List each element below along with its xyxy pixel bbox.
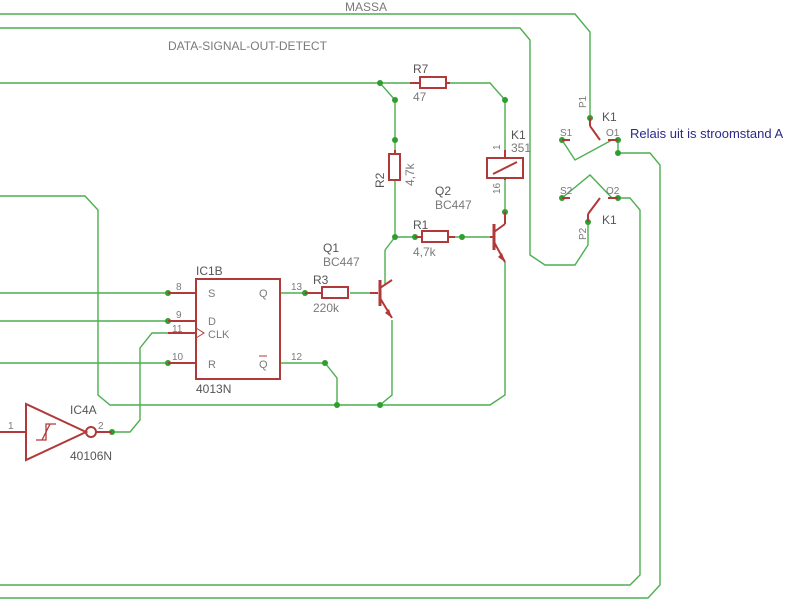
ic1b-pin-clk: CLK [208, 329, 230, 341]
ic4a-pin-out: 2 [98, 421, 104, 432]
wire-massa [0, 13, 591, 118]
ic1b-pin-s: S [208, 288, 215, 300]
k1-pin-s1: S1 [560, 128, 573, 139]
q2-value: BC447 [435, 198, 472, 212]
relay-note: Relais uit is stroomstand A [630, 126, 784, 141]
k1-pin-o2: O2 [606, 186, 620, 197]
ic1b-pin-d: D [208, 316, 216, 328]
ic1b-num-r: 10 [172, 352, 184, 363]
k1-pin-p1: P1 [578, 95, 589, 108]
wire-contact-right-2 [0, 197, 641, 586]
ic4a-name: IC4A [70, 403, 97, 417]
ic1b-pin-q: Q [259, 288, 268, 300]
k1-contact-upper-name: K1 [602, 110, 617, 124]
wire-r7-relay [450, 82, 506, 150]
k1-pin-top: 1 [492, 144, 503, 150]
r3-value: 220k [313, 301, 340, 315]
wire-top-2 [0, 27, 589, 266]
inverter-ic4a: IC4A 40106N 1 2 [0, 402, 112, 463]
ic4a-pin-in: 1 [8, 421, 14, 432]
resistor-r7: R7 47 [410, 62, 450, 104]
k1-value: 351 [511, 141, 531, 155]
ic1b-num-q: 13 [291, 282, 303, 293]
r7-name: R7 [413, 62, 429, 76]
relay-contact-upper: K1 P1 S1 O1 [560, 95, 620, 141]
r2-name: R2 [373, 172, 387, 188]
net-label-data-signal: DATA-SIGNAL-OUT-DETECT [168, 39, 328, 53]
wire-input-long [0, 195, 380, 406]
r3-name: R3 [313, 273, 329, 287]
k1-contact-lower-name: K1 [602, 213, 617, 227]
ic1b-num-clk: 11 [172, 324, 183, 335]
transistor-q1: Q1 BC447 [323, 241, 393, 319]
r1-name: R1 [413, 218, 429, 232]
q2-name: Q2 [435, 184, 451, 198]
net-label-massa: MASSA [345, 0, 387, 14]
k1-pin-o1: O1 [606, 128, 620, 139]
r7-value: 47 [413, 90, 427, 104]
k1-pin-p2: P2 [578, 227, 589, 240]
ic1b-num-qbar: 12 [291, 352, 303, 363]
ic1b-pin-r: R [208, 359, 216, 371]
transistor-q2: Q2 BC447 [435, 184, 506, 263]
r1-value: 4,7k [413, 245, 437, 259]
wire-contact-right-1 [0, 152, 661, 599]
resistor-r3: R3 220k [305, 273, 349, 315]
resistor-r1: R1 4,7k [413, 218, 455, 259]
wire-data-signal [0, 82, 396, 150]
flipflop-ic1b: IC1B 4013N S D CLK R Q Q 8 9 11 10 13 12 [168, 264, 303, 396]
relay-k1-coil: K1 351 1 16 [486, 128, 531, 194]
k1-name: K1 [511, 128, 526, 142]
ic1b-pin-qbar: Q [259, 359, 268, 371]
relay-contact-lower: K1 P2 S2 O2 [560, 186, 620, 240]
q1-value: BC447 [323, 255, 360, 269]
r2-value: 4,7k [403, 162, 417, 186]
q1-name: Q1 [323, 241, 339, 255]
ic1b-num-d: 9 [176, 310, 182, 321]
ic1b-name: IC1B [196, 264, 223, 278]
junctions [109, 80, 621, 435]
wires [0, 13, 661, 599]
ic1b-num-s: 8 [176, 282, 182, 293]
resistor-r2: R2 4,7k [373, 150, 417, 188]
ic4a-value: 40106N [70, 449, 112, 463]
k1-pin-bottom: 16 [492, 182, 503, 194]
k1-pin-s2: S2 [560, 186, 573, 197]
ic1b-value: 4013N [196, 382, 231, 396]
